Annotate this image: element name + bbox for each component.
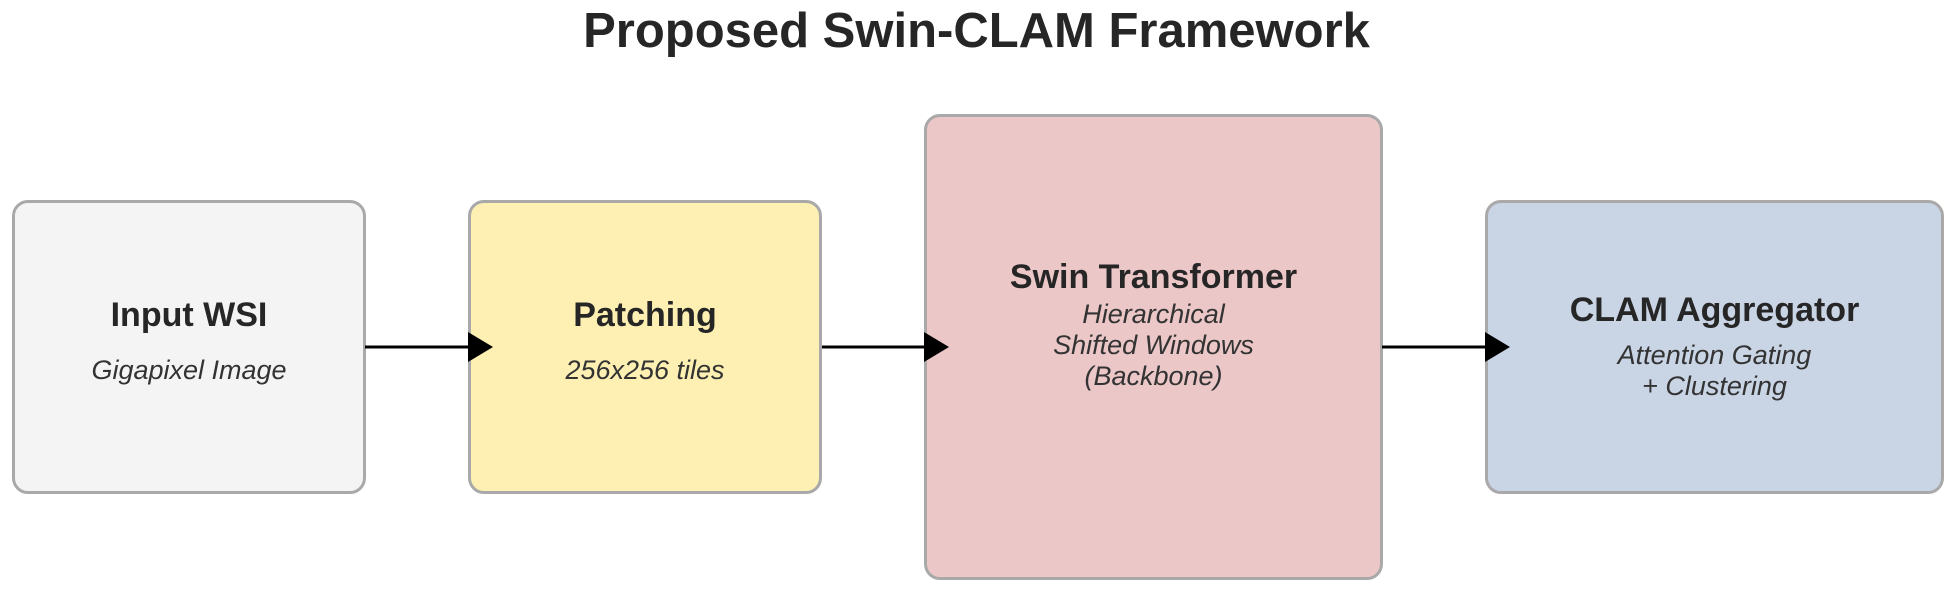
swin-transformer-title: Swin Transformer [1009,257,1298,296]
input-wsi-title: Input WSI [110,295,268,334]
input-wsi-subtitle: Gigapixel Image [91,354,287,385]
patching-node: Patching 256x256 tiles [468,200,822,494]
clam-aggregator-title: CLAM Aggregator [1569,291,1860,329]
diagram-title: Proposed Swin-CLAM Framework [583,4,1370,58]
swin-transformer-line-2: Shifted Windows [1053,329,1254,360]
input-wsi-node: Input WSI Gigapixel Image [12,200,366,494]
swin-transformer-node: Swin Transformer Hierarchical Shifted Wi… [924,114,1383,580]
clam-aggregator-node: CLAM Aggregator Attention Gating + Clust… [1485,200,1944,494]
patching-subtitle: 256x256 tiles [565,354,725,385]
clam-aggregator-line-1: Attention Gating [1617,340,1812,370]
patching-title: Patching [573,295,717,334]
swin-transformer-line-1: Hierarchical [1082,298,1225,329]
swin-transformer-line-3: (Backbone) [1084,360,1223,391]
clam-aggregator-line-2: + Clustering [1642,371,1787,401]
